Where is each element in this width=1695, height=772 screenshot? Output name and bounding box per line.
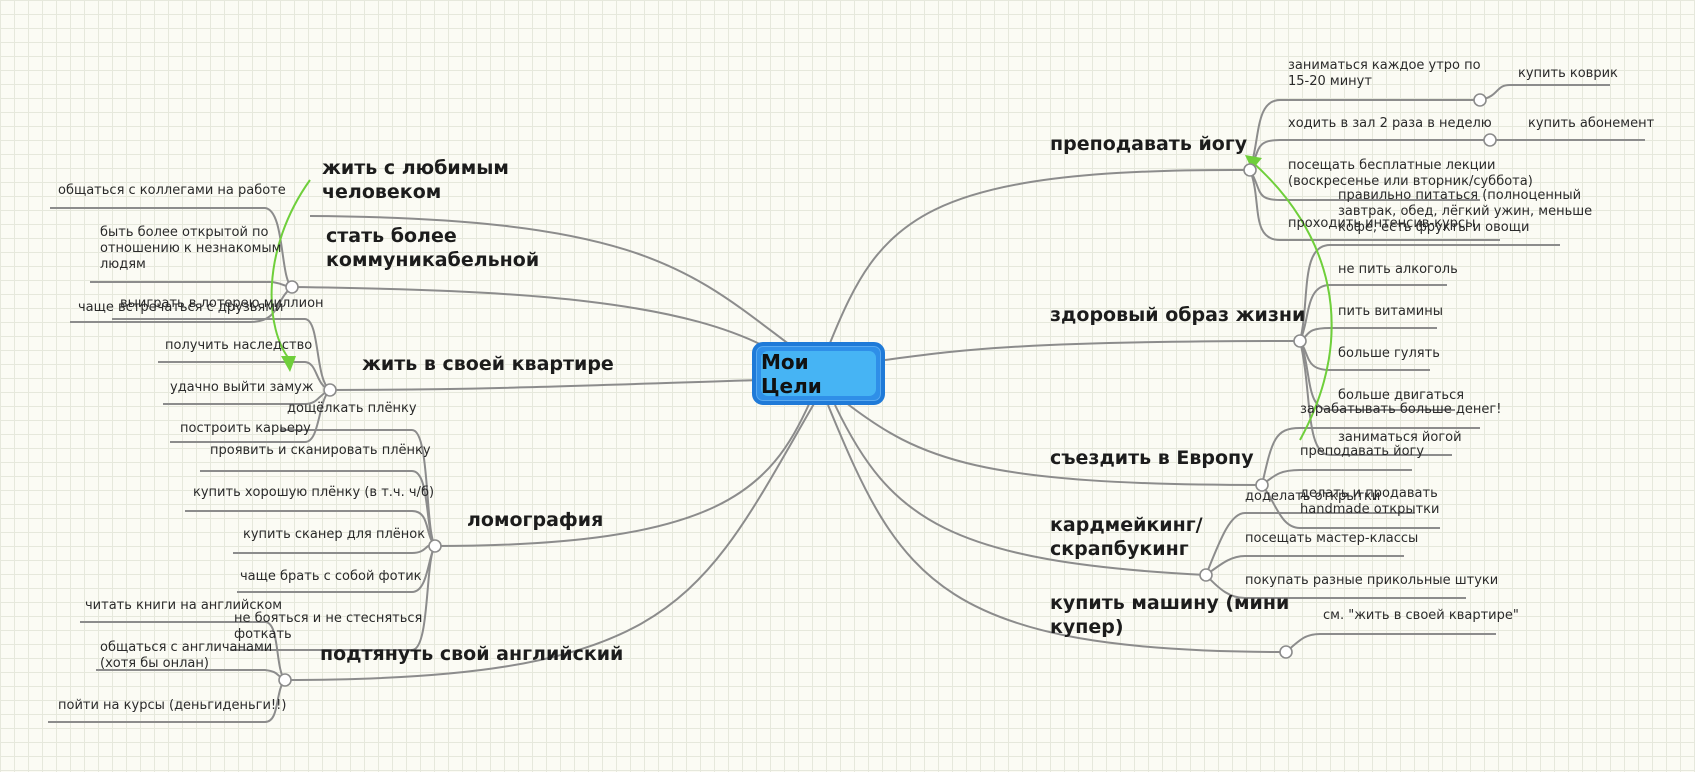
connector-healthy-life — [884, 340, 1301, 361]
central-topic[interactable]: Мои Цели — [752, 342, 885, 405]
subtopic-item[interactable]: удачно выйти замуж — [170, 380, 314, 395]
connector-be-more-sociable — [291, 286, 781, 356]
subtopic-item[interactable]: пойти на курсы (деньгиденьги!!) — [58, 698, 287, 713]
subtopic-item[interactable]: покупать разные прикольные штуки — [1245, 573, 1499, 588]
topic-europe[interactable]: съездить в Европу — [1050, 447, 1254, 469]
subtopic-item[interactable]: не пить алкоголь — [1338, 262, 1458, 277]
topic-english[interactable]: подтянуть свой английский — [320, 643, 624, 665]
relationship-arrows — [270, 155, 1333, 441]
subtopic-item[interactable]: см. "жить в своей квартире" — [1323, 608, 1519, 623]
subtopic-item[interactable]: общаться с коллегами на работе — [58, 183, 286, 198]
subtopic-item[interactable]: получить наследство — [165, 338, 313, 353]
subtopic-item[interactable]: преподавать йогу — [1300, 444, 1425, 459]
connector-own-apartment — [329, 379, 761, 391]
subtopic-item[interactable]: проявить и сканировать плёнку — [210, 443, 431, 458]
connector-buy-car — [827, 404, 1287, 653]
connector-lomography — [434, 401, 811, 547]
subtopic-item[interactable]: купить абонемент — [1528, 116, 1655, 131]
subtopic-item[interactable]: доделать открытки — [1245, 489, 1381, 504]
relation-arrow-left — [270, 179, 311, 361]
topic-buy-car[interactable]: купить машину (мини купер) — [1050, 592, 1290, 638]
subtopic-item[interactable]: больше гулять — [1338, 346, 1440, 361]
topic-teach-yoga[interactable]: преподавать йогу — [1050, 133, 1248, 155]
topic-own-apartment[interactable]: жить в своей квартире — [362, 353, 614, 375]
subtopic-item[interactable]: правильно питаться (полноценный завтрак,… — [1338, 188, 1593, 235]
topic-live-with-loved-one[interactable]: жить с любимым человеком — [322, 157, 509, 203]
topic-cardmaking[interactable]: кардмейкинг/ скрапбукинг — [1050, 514, 1203, 560]
subtopic-item[interactable]: посещать бесплатные лекции (воскресенье … — [1288, 158, 1533, 189]
subtopic-item[interactable]: чаще брать с собой фотик — [240, 569, 422, 584]
subtopic-item[interactable]: посещать мастер-классы — [1245, 531, 1419, 546]
connector-live-with-loved-one — [309, 215, 791, 346]
subtopic-item[interactable]: проходить интенсив-курсы — [1288, 216, 1476, 231]
subtopic-item[interactable]: не бояться и не стесняться фоткать — [234, 611, 423, 642]
subtopic-item[interactable]: построить карьеру — [180, 421, 311, 436]
subtopic-item[interactable]: чаще встречаться с друзьями — [78, 300, 284, 315]
subtopic-item[interactable]: общаться с англичанами (хотя бы онлан) — [100, 640, 273, 671]
branch-knobs — [278, 93, 1497, 687]
subtopic-item[interactable]: купить хорошую плёнку (в т.ч. ч/б) — [193, 485, 435, 500]
subtopic-item[interactable]: выиграть в лотерею миллион — [120, 296, 324, 311]
subtopic-item[interactable]: заниматься каждое утро по 15-20 минут — [1288, 58, 1481, 89]
subtopic-item[interactable]: купить коврик — [1518, 66, 1618, 81]
connector-teach-yoga — [829, 168, 1251, 344]
connector-europe — [844, 401, 1263, 486]
subtopic-item[interactable]: быть более открытой по отношению к незна… — [100, 225, 282, 272]
subtopic-item[interactable]: пить витамины — [1338, 304, 1443, 319]
connector-cardmaking — [834, 404, 1207, 576]
connector-english — [284, 401, 816, 681]
central-topic-label: Мои Цели — [761, 350, 876, 398]
topic-healthy-life[interactable]: здоровый образ жизни — [1050, 304, 1306, 326]
subtopic-item[interactable]: читать книги на английском — [85, 598, 283, 613]
topic-be-more-sociable[interactable]: стать более коммуникабельной — [326, 225, 540, 271]
subtopic-item[interactable]: больше двигаться — [1338, 388, 1465, 403]
subtopic-item[interactable]: дощёлкать плёнку — [287, 401, 417, 416]
main-connectors — [284, 168, 1301, 681]
subtopic-item[interactable]: зарабатывать больше денег! — [1300, 402, 1502, 417]
relation-arrow-right — [1249, 159, 1333, 441]
subtopic-item[interactable]: делать и продавать handmade открытки — [1300, 486, 1440, 517]
subtopic-item[interactable]: ходить в зал 2 раза в неделю — [1288, 116, 1492, 131]
subtopic-item[interactable]: купить сканер для плёнок — [243, 527, 426, 542]
subtopic-item[interactable]: заниматься йогой — [1338, 430, 1462, 445]
topic-lomography[interactable]: ломография — [467, 509, 604, 531]
